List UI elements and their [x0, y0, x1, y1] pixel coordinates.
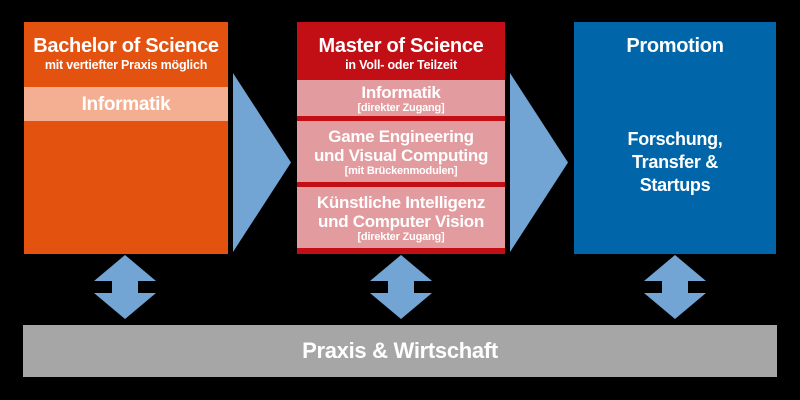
master-program-band: Game Engineering und Visual Computing [m… — [297, 121, 505, 182]
bachelor-box: Bachelor of Science mit vertiefter Praxi… — [24, 22, 228, 254]
master-program-label: Informatik — [361, 82, 441, 102]
master-program-note: [direkter Zugang] — [357, 101, 445, 114]
praxis-wirtschaft-label: Praxis & Wirtschaft — [302, 338, 498, 363]
promotion-body-text: Forschung, Transfer & Startups — [627, 129, 723, 195]
master-program-band: Künstliche Intelligenz und Computer Visi… — [297, 187, 505, 248]
bachelor-program-label: Informatik — [81, 93, 171, 115]
bachelor-subtitle: mit vertiefter Praxis möglich — [44, 58, 208, 72]
exchange-arrow-master-praxis-icon — [370, 255, 432, 319]
promotion-title: Promotion — [626, 35, 724, 57]
master-program-label: Künstliche Intelligenz und Computer Visi… — [316, 192, 486, 231]
master-title: Master of Science — [318, 35, 484, 57]
bachelor-program-band: Informatik — [24, 87, 228, 121]
master-program-note: [direkter Zugang] — [357, 230, 445, 243]
master-program-note: [mit Brückenmodulen] — [344, 164, 458, 177]
exchange-arrow-promotion-praxis-icon — [644, 255, 706, 319]
master-program-label: Game Engineering und Visual Computing — [313, 126, 489, 165]
exchange-arrow-bachelor-praxis-icon — [94, 255, 156, 319]
praxis-wirtschaft-bar: Praxis & Wirtschaft — [23, 325, 777, 377]
master-program-band: Informatik [direkter Zugang] — [297, 80, 505, 116]
flow-arrow-master-to-promotion-icon — [510, 73, 568, 252]
promotion-box: Promotion Forschung, Transfer & Startups — [574, 22, 776, 254]
master-subtitle: in Voll- oder Teilzeit — [345, 58, 457, 72]
flow-arrow-bachelor-to-master-icon — [233, 73, 291, 252]
bachelor-title: Bachelor of Science — [33, 35, 219, 57]
master-box: Master of Science in Voll- oder Teilzeit… — [297, 22, 505, 254]
